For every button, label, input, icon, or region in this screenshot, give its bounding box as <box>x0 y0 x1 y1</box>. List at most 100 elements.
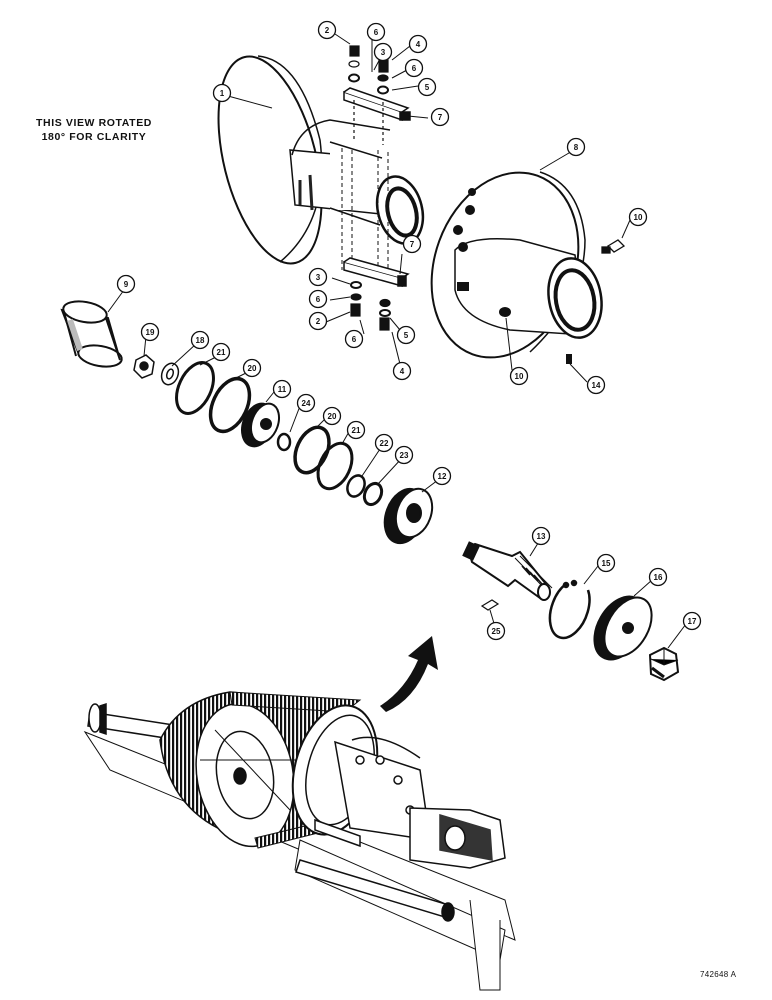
callout-circle <box>394 445 414 465</box>
callout-circle <box>212 83 232 103</box>
callout-13: 13 <box>531 526 551 546</box>
callout-number: 5 <box>425 83 430 92</box>
callout-number: 4 <box>400 367 405 376</box>
part-7-retainer-bar-upper <box>343 87 411 122</box>
part-23-backup-ring <box>362 481 384 507</box>
callout-14: 14 <box>586 375 606 395</box>
callout-number: 20 <box>328 412 337 421</box>
lower-fasteners <box>350 281 391 331</box>
callout-number: 6 <box>316 295 321 304</box>
callout-23: 23 <box>394 445 414 465</box>
part-15-snap-ring <box>548 579 591 640</box>
callout-circle <box>190 330 210 350</box>
callout-number: 20 <box>248 364 257 373</box>
callout-21: 21 <box>346 420 366 440</box>
callout-22: 22 <box>374 433 394 453</box>
callout-number: 6 <box>352 335 357 344</box>
callout-circle <box>509 366 529 386</box>
part-9-bushing <box>60 300 123 368</box>
part-1-pulley-half <box>217 55 425 272</box>
rotation-note-line2: 180° FOR CLARITY <box>41 131 147 143</box>
callout-circle <box>432 466 452 486</box>
callout-circle <box>402 234 422 254</box>
callout-number: 22 <box>380 439 389 448</box>
callout-11: 11 <box>272 379 292 399</box>
callout-8: 8 <box>566 137 586 157</box>
part-12-piston-cover <box>383 487 434 545</box>
callout-circle <box>344 329 364 349</box>
callout-4: 4 <box>408 34 428 54</box>
callout-circle <box>648 567 668 587</box>
callout-number: 11 <box>278 385 287 394</box>
part-21-o-ring-second <box>316 441 354 491</box>
callout-circle <box>322 406 342 426</box>
callout-number: 19 <box>146 328 155 337</box>
callout-circle <box>296 393 316 413</box>
callout-circle <box>430 107 450 127</box>
part-21-o-ring-large <box>175 361 215 415</box>
callout-19: 19 <box>140 322 160 342</box>
callout-number: 8 <box>574 143 579 152</box>
callout-circle <box>373 42 393 62</box>
callout-number: 7 <box>410 240 415 249</box>
part-8-pulley-half <box>430 171 603 359</box>
callout-number: 21 <box>352 426 361 435</box>
callout-7: 7 <box>430 107 450 127</box>
callout-number: 2 <box>325 26 330 35</box>
callout-number: 14 <box>592 381 601 390</box>
callout-circle <box>140 322 160 342</box>
part-7-retainer-bar-lower <box>343 257 410 287</box>
part-24-o-ring-small <box>276 432 292 452</box>
callout-number: 25 <box>492 627 501 636</box>
part-17-hex-nut <box>648 646 680 682</box>
callout-circle <box>408 34 428 54</box>
callout-number: 6 <box>412 64 417 73</box>
callout-circle <box>531 526 551 546</box>
callout-circle <box>317 20 337 40</box>
callout-circle <box>308 267 328 287</box>
callout-17: 17 <box>682 611 702 631</box>
callout-2: 2 <box>317 20 337 40</box>
callout-circle <box>346 420 366 440</box>
callout-number: 17 <box>688 617 697 626</box>
callout-number: 16 <box>654 573 663 582</box>
callout-24: 24 <box>296 393 316 413</box>
callout-10: 10 <box>628 207 648 227</box>
callout-number: 12 <box>438 472 447 481</box>
callout-6: 6 <box>344 329 364 349</box>
callout-number: 15 <box>602 559 611 568</box>
part-25-key <box>480 599 500 611</box>
callout-circle <box>116 274 136 294</box>
part-18-washer <box>160 362 180 386</box>
part-19-nut <box>133 354 155 379</box>
callout-circle <box>486 621 506 641</box>
callout-circle <box>682 611 702 631</box>
callout-number: 9 <box>124 280 129 289</box>
callout-circle <box>396 325 416 345</box>
part-16-washer-plate <box>593 595 653 661</box>
callout-9: 9 <box>116 274 136 294</box>
callout-circle <box>404 58 424 78</box>
callout-group: 1223344556666778910101112131415161718192… <box>116 20 702 641</box>
document-id: 742648 A <box>700 970 737 979</box>
callout-circle <box>586 375 606 395</box>
callout-number: 24 <box>302 399 311 408</box>
callout-5: 5 <box>396 325 416 345</box>
callout-20: 20 <box>322 406 342 426</box>
callout-circle <box>566 137 586 157</box>
part-22-o-ring <box>346 474 366 498</box>
part-20-backup-ring-second <box>293 425 331 475</box>
callout-3: 3 <box>373 42 393 62</box>
rotation-note: THIS VIEW ROTATED 180° FOR CLARITY <box>14 116 174 144</box>
callout-circle <box>374 433 394 453</box>
callout-4: 4 <box>392 361 412 381</box>
callout-10: 10 <box>509 366 529 386</box>
callout-number: 1 <box>220 89 225 98</box>
callout-number: 6 <box>374 28 379 37</box>
callout-12: 12 <box>432 466 452 486</box>
callout-circle <box>628 207 648 227</box>
callout-circle <box>242 358 262 378</box>
location-pointer-arrow <box>380 636 438 712</box>
callout-number: 5 <box>404 331 409 340</box>
